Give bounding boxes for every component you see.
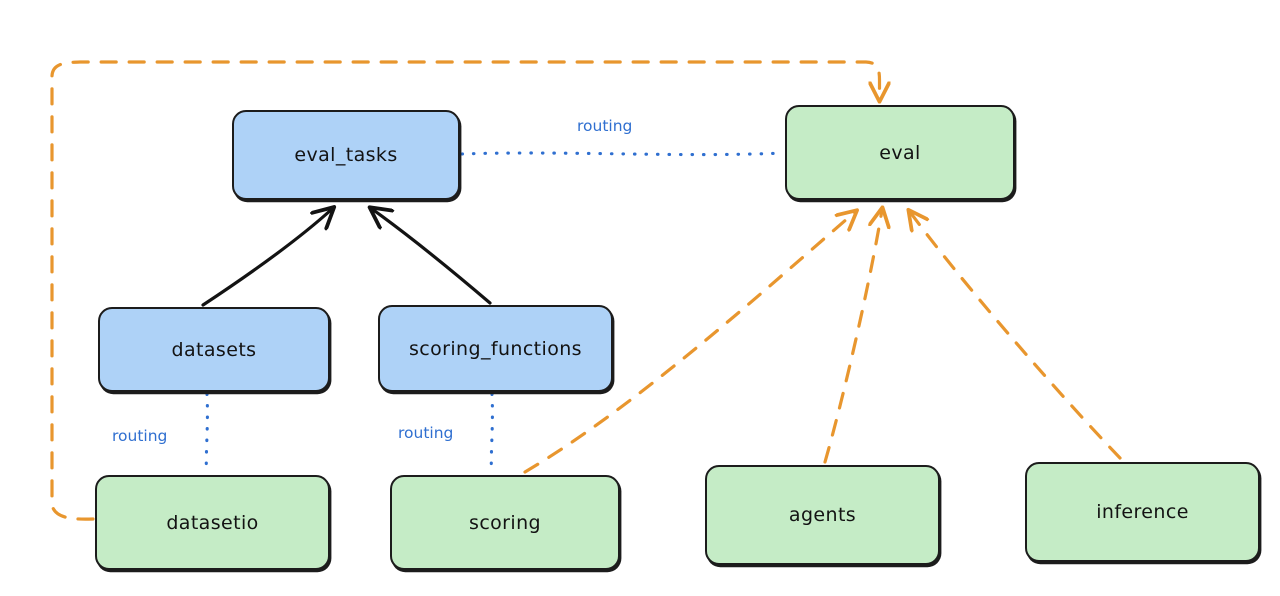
node-agents[interactable]: agents [705,465,940,565]
node-label-scoring-functions: scoring_functions [409,337,582,360]
edge-scoring_functions-scoring [489,392,494,475]
node-eval[interactable]: eval [785,105,1015,200]
edge-label-routing-eval-tasks: routing [577,117,633,135]
node-eval-tasks[interactable]: eval_tasks [232,110,460,200]
edge-label-routing-scoring-functions: routing [398,424,454,442]
node-label-datasetio: datasetio [166,511,259,534]
edge-inference-eval [910,212,1122,460]
node-label-agents: agents [788,504,857,526]
node-datasetio[interactable]: datasetio [95,475,330,570]
edge-datasetio-eval [50,60,880,521]
edge-agents-eval [823,210,882,464]
node-scoring[interactable]: scoring [390,475,620,570]
node-label-scoring: scoring [469,511,541,534]
node-label-datasets: datasets [171,338,257,361]
edge-datasets-datasetio [204,392,209,475]
node-scoring-functions[interactable]: scoring_functions [378,305,613,392]
node-label-inference: inference [1096,501,1189,523]
node-label-eval: eval [879,141,921,164]
node-inference[interactable]: inference [1025,462,1260,562]
edge-scoring_functions-eval_tasks [372,209,492,305]
edge-label-routing-datasets: routing [112,427,168,445]
node-label-eval-tasks: eval_tasks [294,144,398,166]
edge-datasets-eval_tasks [201,209,332,307]
edge-eval_tasks-eval [460,151,785,157]
node-datasets[interactable]: datasets [98,307,330,392]
